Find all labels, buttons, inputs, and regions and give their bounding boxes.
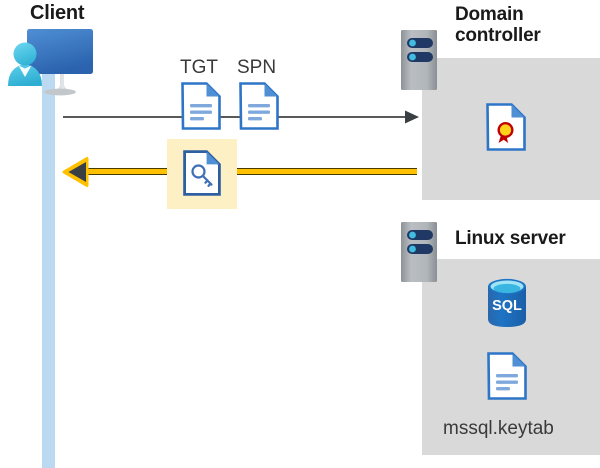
ticket-document-key-icon (183, 150, 221, 196)
linux-server-rack-icon (401, 222, 437, 282)
spn-label: SPN (237, 57, 277, 78)
domain-controller-server-rack-icon (401, 30, 437, 90)
sql-database-icon: SQL (485, 277, 529, 329)
keytab-filename-label: mssql.keytab (443, 418, 554, 439)
linux-server-title: Linux server (455, 228, 566, 249)
certificate-document-icon (486, 103, 526, 151)
client-lifeline (42, 62, 55, 468)
request-arrowhead (405, 109, 421, 125)
tgt-label: TGT (180, 57, 218, 78)
domain-controller-title-line2: controller (455, 25, 541, 47)
response-arrowhead (62, 157, 89, 187)
workstation-user-icon (4, 24, 104, 96)
domain-controller-title-line1: Domain (455, 4, 524, 25)
svg-text:SQL: SQL (492, 298, 522, 314)
spn-document-icon (239, 82, 279, 130)
response-arrow-bar-left (85, 168, 167, 175)
client-title: Client (30, 2, 85, 24)
domain-controller-title: Domain controller (455, 4, 600, 47)
keytab-document-icon (487, 352, 527, 400)
tgt-document-icon (181, 82, 221, 130)
response-arrow-bar-right (237, 168, 417, 175)
